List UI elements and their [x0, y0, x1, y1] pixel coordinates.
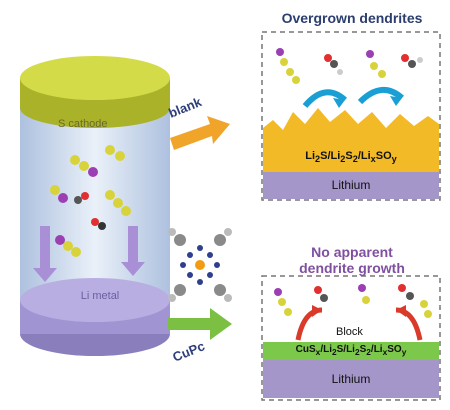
bottom-panel-title-line2: dendrite growth	[299, 260, 405, 276]
top-blue-arrow-2	[357, 87, 405, 105]
top-panel-title: Overgrown dendrites	[281, 10, 423, 26]
cathode-disc	[20, 56, 170, 100]
blank-arrow	[170, 116, 230, 150]
top-panel-box	[261, 31, 441, 201]
top-lithium-slab	[263, 172, 439, 199]
bottom-layer-label: CuSx/Li2S/Li2S2/LixSOy	[295, 344, 407, 357]
down-arrow-right	[121, 226, 145, 276]
anode-disc	[20, 278, 170, 322]
down-arrow-left	[33, 226, 57, 282]
battery-cell	[20, 56, 170, 356]
bottom-red-arrow-1	[295, 307, 323, 341]
cupc-molecule	[168, 228, 232, 302]
bottom-red-arrow-2	[395, 307, 423, 341]
top-blue-arrow-1	[302, 89, 348, 109]
bottom-panel-molecules	[274, 284, 432, 318]
bottom-cupc-layer	[263, 342, 439, 360]
bottom-panel-box	[261, 275, 441, 401]
bottom-panel-title-line1: No apparent	[311, 244, 393, 260]
anode-label: Li metal	[80, 290, 120, 302]
bottom-lithium-slab	[263, 360, 439, 398]
block-label: Block	[336, 326, 363, 338]
bottom-lithium-label: Lithium	[331, 372, 371, 386]
cupc-arrow	[168, 308, 232, 340]
cathode-label: S cathode	[58, 118, 108, 130]
top-layer-label: Li2S/Li2S2/LixSOy	[305, 150, 397, 165]
polysulfide-molecules	[50, 145, 131, 257]
top-panel-molecules	[276, 48, 423, 84]
top-dendrite-layer	[263, 108, 439, 172]
top-lithium-label: Lithium	[331, 178, 371, 192]
